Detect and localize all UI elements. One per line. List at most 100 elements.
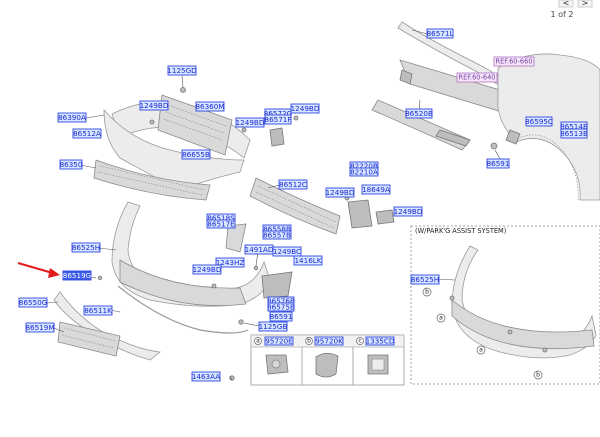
part-label-86513B[interactable]: 86513B — [560, 128, 588, 139]
part-label-86591-lower[interactable]: 86591 — [269, 311, 293, 322]
pager: 1 of 2 < > — [551, 0, 593, 19]
part-label-86520B[interactable]: 86520B — [405, 108, 433, 119]
prev-page-icon[interactable]: < — [563, 0, 570, 8]
svg-text:86390A: 86390A — [58, 113, 86, 122]
inset-callouts: b a a b — [422, 287, 543, 380]
part-label-86595C[interactable]: 86595C — [525, 116, 553, 127]
svg-text:86571F: 86571F — [265, 115, 292, 124]
svg-text:86525H: 86525H — [72, 243, 100, 252]
part-label-86571F[interactable]: 86571F — [265, 114, 292, 125]
part-label-1463AA[interactable]: 1463AA — [191, 371, 221, 382]
part-label-1249BD-a[interactable]: 1249BD — [139, 100, 169, 111]
part-label-1249BD-d[interactable]: 1249BD — [325, 187, 355, 198]
svg-text:c: c — [358, 338, 361, 345]
part-label-86655B[interactable]: 86655B — [181, 149, 211, 160]
ref-label-60-640[interactable]: REF.60-640 — [456, 72, 498, 83]
part-label-86350[interactable]: 86350 — [59, 159, 83, 170]
svg-text:b: b — [425, 289, 429, 296]
part-label-86575B[interactable]: 86575B — [267, 303, 295, 312]
part-label-86519M[interactable]: 86519M — [25, 322, 55, 333]
svg-text:1125GB: 1125GB — [259, 322, 288, 331]
svg-text:a: a — [479, 347, 483, 354]
svg-text:a: a — [256, 338, 260, 345]
part-label-86519G-selected[interactable]: 86519G — [62, 270, 92, 281]
svg-text:1249BC: 1249BC — [273, 247, 301, 256]
svg-text:95720E: 95720E — [265, 337, 293, 346]
part-label-86550G[interactable]: 86550G — [18, 297, 48, 308]
next-page-icon[interactable]: > — [582, 0, 589, 8]
svg-text:86525H: 86525H — [411, 275, 439, 284]
part-label-95720E[interactable]: 95720E — [264, 337, 294, 346]
ref-label-60-660[interactable]: REF.60-660 — [493, 56, 535, 67]
part-label-86525H-inset[interactable]: 86525H — [410, 274, 440, 285]
reference-labels: REF.60-660 REF.60-640 — [456, 56, 535, 83]
part-label-95720K[interactable]: 95720K — [314, 337, 344, 346]
svg-text:86520B: 86520B — [405, 109, 433, 118]
part-label-1125GB[interactable]: 1125GB — [258, 321, 288, 332]
svg-text:95720K: 95720K — [315, 337, 343, 346]
svg-text:1335CD: 1335CD — [366, 337, 395, 346]
svg-text:18649A: 18649A — [362, 185, 390, 194]
svg-text:86571L: 86571L — [427, 29, 454, 38]
next-page-button[interactable] — [577, 0, 593, 8]
svg-text:REF.60-640: REF.60-640 — [459, 74, 496, 82]
svg-text:86511K: 86511K — [84, 306, 112, 315]
part-label-1249BD-f[interactable]: 1249BD — [192, 264, 222, 275]
prev-page-button[interactable] — [558, 0, 574, 8]
svg-text:b: b — [307, 338, 311, 345]
svg-text:REF.60-660: REF.60-660 — [496, 58, 533, 66]
selection-arrow — [17, 262, 60, 278]
part-label-86390A[interactable]: 86390A — [57, 112, 87, 123]
svg-text:86655B: 86655B — [182, 150, 210, 159]
svg-text:1463AA: 1463AA — [192, 372, 220, 381]
svg-text:86360M: 86360M — [195, 102, 224, 111]
page-indicator: 1 of 2 — [551, 10, 574, 19]
part-label-86512A[interactable]: 86512A — [72, 128, 102, 139]
svg-text:86576B: 86576B — [267, 297, 295, 306]
svg-text:86519M: 86519M — [25, 323, 54, 332]
part-label-82210A[interactable]: 82210A — [349, 168, 379, 177]
svg-text:86350: 86350 — [60, 160, 83, 169]
part-label-86511K[interactable]: 86511K — [83, 305, 113, 316]
front-bumper-assembly — [53, 87, 395, 381]
svg-text:1416LK: 1416LK — [294, 256, 321, 265]
part-label-1335CD[interactable]: 1335CD — [365, 337, 395, 346]
part-label-1249BD-c[interactable]: 1249BD — [235, 117, 265, 128]
svg-text:86572G: 86572G — [264, 109, 292, 118]
part-labels: 86571L 86520B 86595C 86514B 86513B 86591… — [18, 28, 588, 382]
inset-title: (W/PARK'G ASSIST SYSTEM) — [415, 227, 506, 235]
part-label-1491AD[interactable]: 1491AD — [244, 244, 274, 255]
part-label-1249BD-b[interactable]: 1249BD — [290, 103, 320, 114]
inset-park-assist: (W/PARK'G ASSIST SYSTEM) b a a b — [410, 225, 600, 385]
svg-text:1249BD: 1249BD — [394, 207, 423, 216]
part-label-86360M[interactable]: 86360M — [195, 101, 225, 112]
part-label-86512C[interactable]: 86512C — [278, 179, 308, 190]
part-label-1249BD-e[interactable]: 1249BD — [393, 206, 423, 217]
svg-text:1243HZ: 1243HZ — [216, 258, 245, 267]
svg-text:b: b — [536, 372, 540, 379]
part-label-86525H-main[interactable]: 86525H — [71, 242, 101, 253]
svg-text:86595C: 86595C — [525, 117, 553, 126]
part-label-1249BC[interactable]: 1249BC — [272, 246, 302, 257]
part-label-86571L[interactable]: 86571L — [426, 28, 454, 39]
svg-text:86557B: 86557B — [263, 231, 291, 240]
svg-text:86519G: 86519G — [63, 271, 91, 280]
part-label-1125GD[interactable]: 1125GD — [167, 65, 197, 76]
part-label-86591-upper[interactable]: 86591 — [486, 158, 510, 169]
svg-text:86550G: 86550G — [19, 298, 47, 307]
part-label-86517E[interactable]: 86517E — [206, 220, 236, 229]
svg-text:82220B: 82220B — [350, 162, 378, 171]
svg-text:a: a — [439, 315, 443, 322]
part-label-18649A[interactable]: 18649A — [361, 184, 391, 195]
part-label-1416LK[interactable]: 1416LK — [293, 255, 323, 266]
svg-text:1249BD: 1249BD — [193, 265, 222, 274]
part-label-1243HZ[interactable]: 1243HZ — [215, 257, 245, 268]
rear-beam-assembly — [371, 21, 600, 201]
svg-text:86514B: 86514B — [560, 122, 588, 131]
svg-text:86512C: 86512C — [279, 180, 307, 189]
part-label-86557B[interactable]: 86557B — [262, 231, 292, 240]
svg-text:1249BD: 1249BD — [236, 118, 265, 127]
svg-text:1249BD: 1249BD — [291, 104, 320, 113]
svg-text:1491AD: 1491AD — [245, 245, 274, 254]
